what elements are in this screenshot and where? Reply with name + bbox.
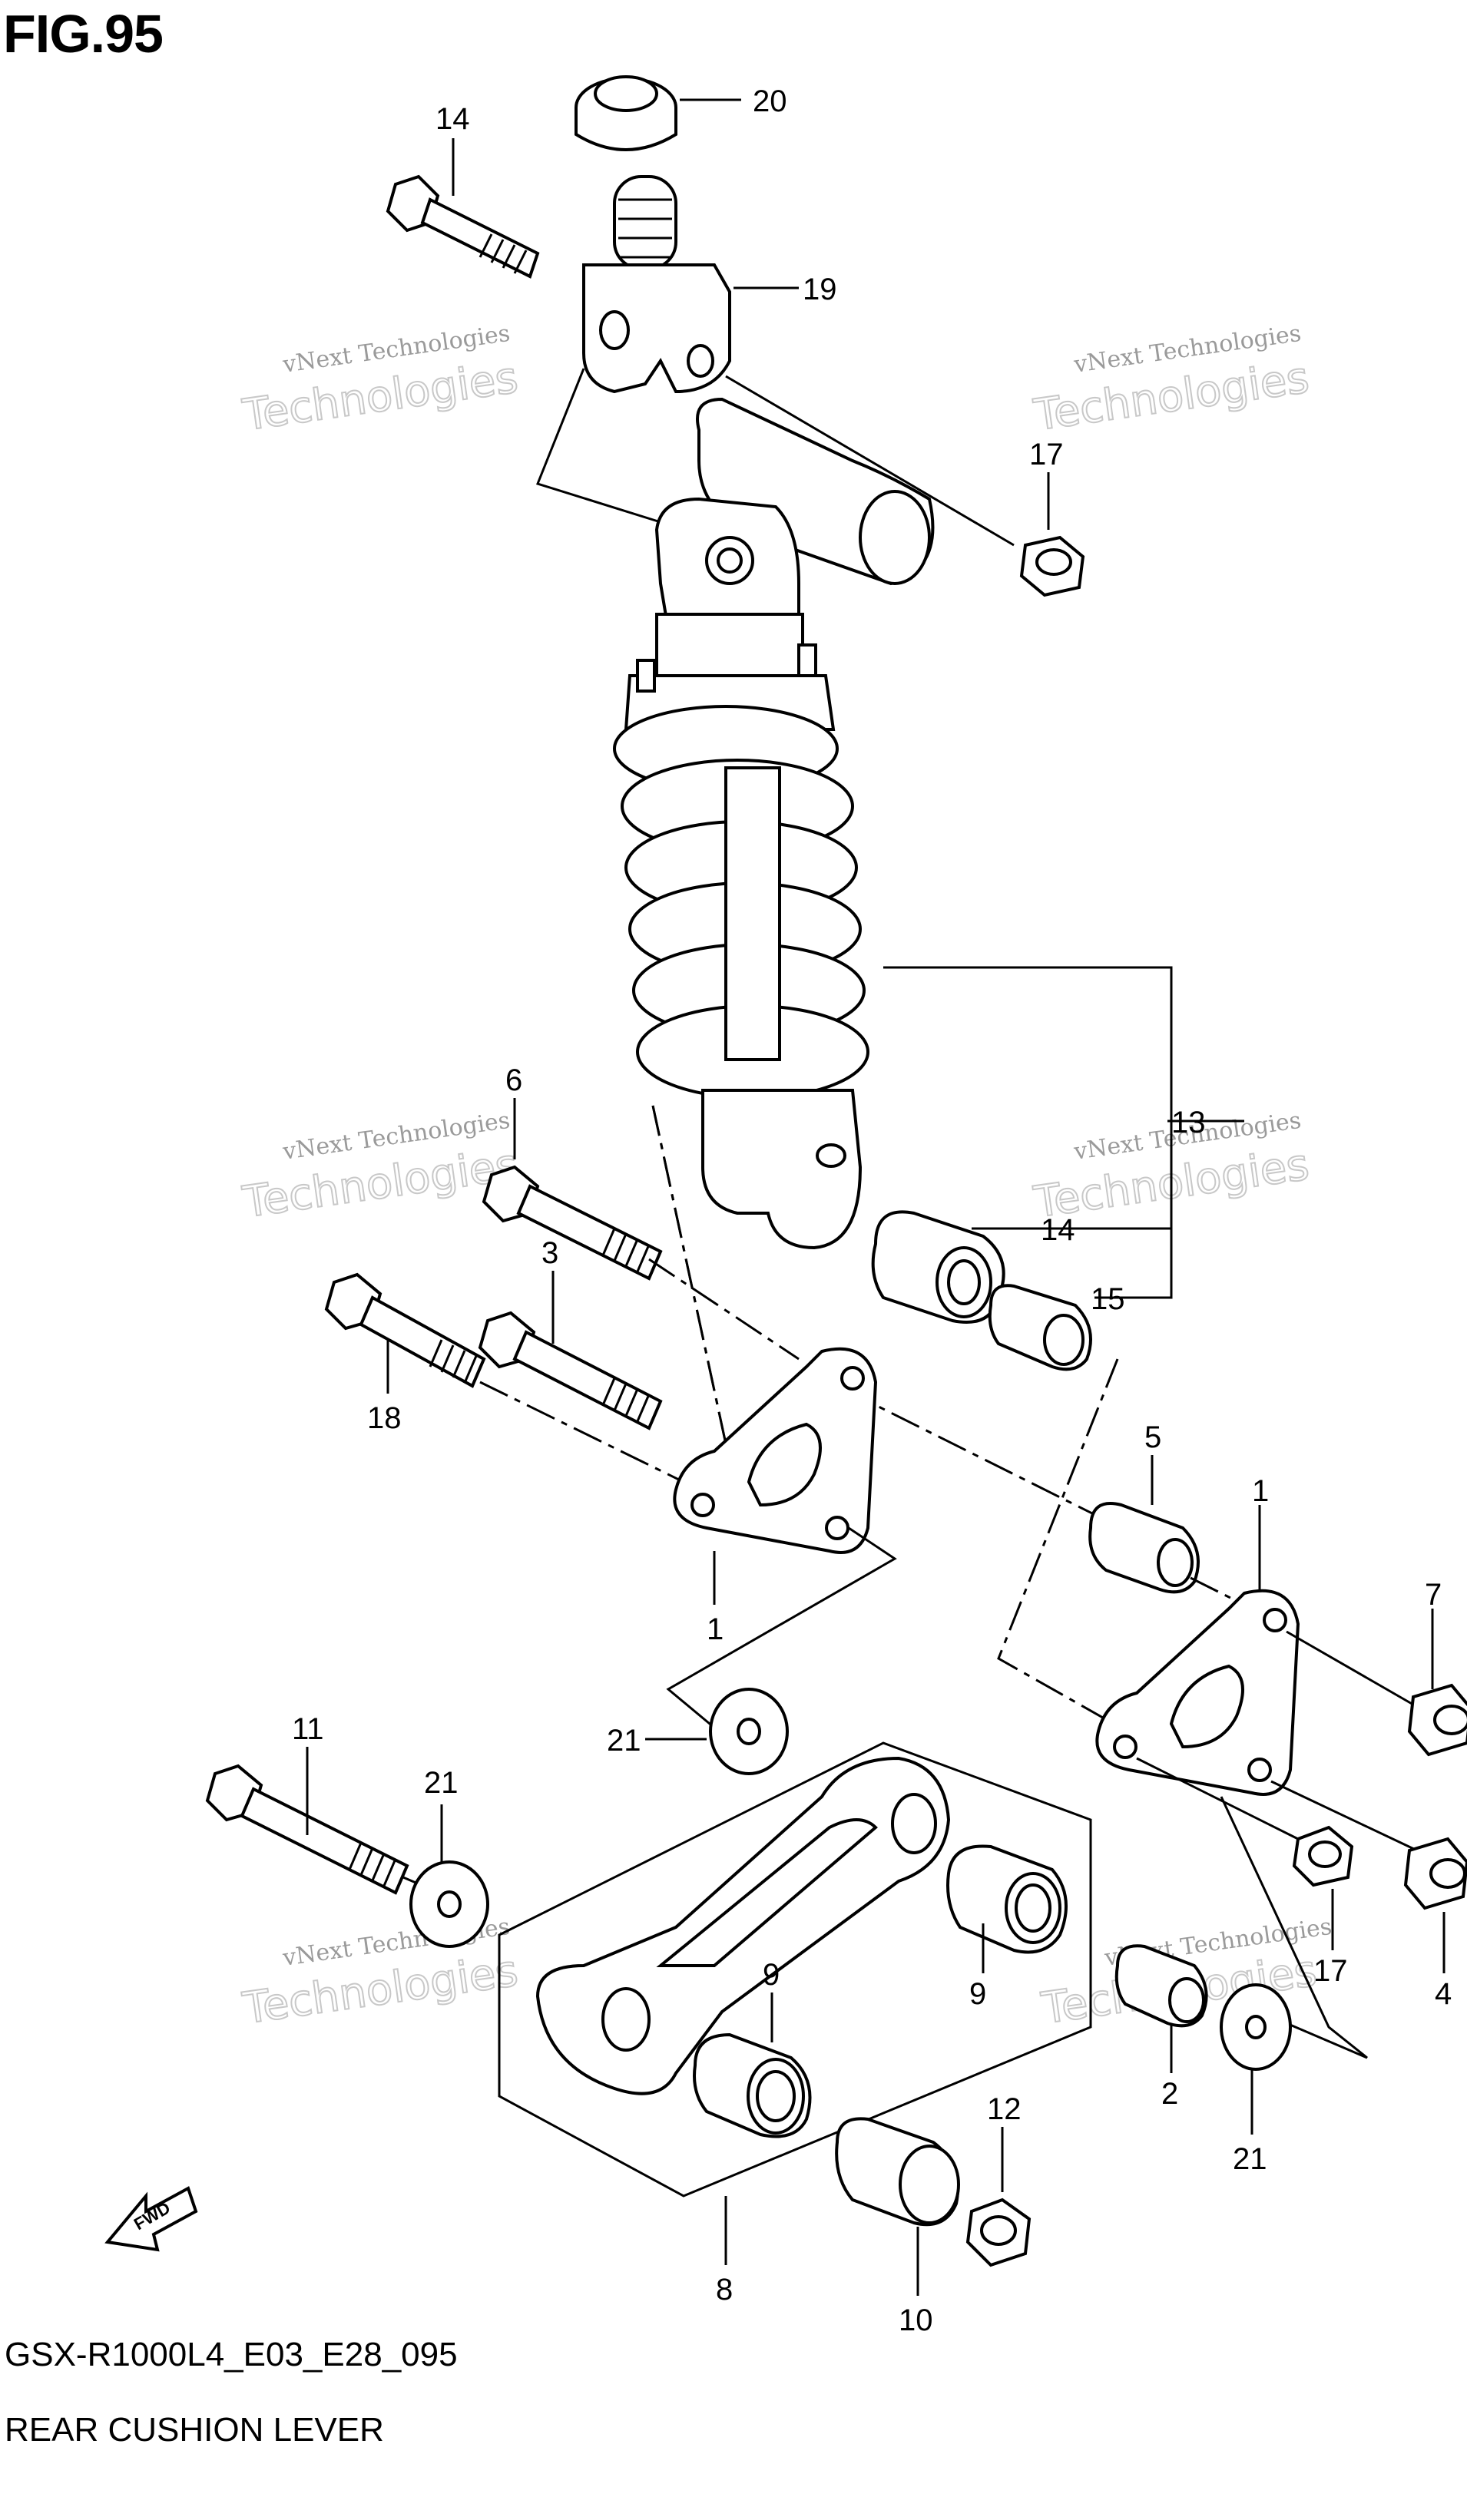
part-21-washer-left <box>409 1860 489 1948</box>
part-9-bearing-lower <box>693 2032 812 2138</box>
assembly-line-7 <box>1286 1630 1414 1706</box>
part-17-nut-lower <box>1292 1825 1354 1887</box>
callout-15: 15 <box>1091 1282 1125 1316</box>
part-21-washer-lower <box>1220 1983 1292 2071</box>
svg-text:Technologies: Technologies <box>240 1946 521 2034</box>
callout-13: 13 <box>1171 1106 1206 1139</box>
part-5-collar <box>1088 1502 1200 1594</box>
part-4-nut <box>1403 1837 1467 1910</box>
diagram-code: GSX-R1000L4_E03_E28_095 <box>5 2336 458 2373</box>
callout-9-right: 9 <box>969 1977 986 2011</box>
callout-2: 2 <box>1161 2077 1178 2111</box>
callout-21-lower: 21 <box>1233 2142 1267 2176</box>
callout-16: 14 <box>435 102 470 136</box>
callout-17-lower: 17 <box>1313 1954 1348 1988</box>
callout-17-upper: 17 <box>1029 438 1064 471</box>
part-14-bearing <box>871 1210 1005 1324</box>
part-11-bolt <box>205 1764 409 1895</box>
callout-5: 5 <box>1144 1420 1161 1454</box>
assembly-dash-15 <box>997 1358 1119 1725</box>
diagram-name: REAR CUSHION LEVER <box>5 2411 384 2449</box>
callout-20: 20 <box>753 84 787 118</box>
callout-14: 14 <box>1041 1213 1075 1247</box>
assembly-line-17-upper <box>725 375 1015 547</box>
part-9-bearing-right <box>946 1844 1068 1954</box>
part-10-collar <box>835 2117 960 2227</box>
callout-1-left: 1 <box>707 1612 724 1646</box>
part-17-nut-upper <box>1019 535 1085 597</box>
callout-7: 7 <box>1425 1578 1442 1612</box>
assembly-line-21-lower <box>1220 1796 1368 2059</box>
callout-labels: 14 20 19 17 6 13 14 3 15 18 5 1 7 1 21 1… <box>292 84 1452 2337</box>
part-1-plate-right <box>1095 1589 1300 1796</box>
bracket-13 <box>883 966 1173 1299</box>
part-21-washer-upper <box>709 1688 789 1775</box>
assembly-dash-5 <box>844 1388 1107 1522</box>
assembly-line-21-upper <box>666 1526 897 1729</box>
watermark-mid-left: vNext Technologies Technologies <box>239 1107 522 1229</box>
callout-12: 12 <box>987 2092 1022 2126</box>
svg-text:Technologies: Technologies <box>240 352 521 441</box>
part-20-bush <box>575 75 677 151</box>
assembly-line-17-lower <box>1136 1757 1299 1840</box>
part-12-nut <box>965 2198 1032 2267</box>
callout-8: 8 <box>716 2273 733 2307</box>
callout-21-upper: 21 <box>607 1724 641 1758</box>
watermark-top-right: vNext Technologies Technologies <box>1030 320 1313 441</box>
part-3-bolt <box>478 1311 663 1430</box>
callout-3: 3 <box>541 1236 558 1270</box>
assembly-line-upper-left <box>536 368 661 524</box>
callout-9-lower: 9 <box>763 1958 780 1992</box>
part-2-collar <box>1114 1944 1208 2028</box>
svg-text:Technologies: Technologies <box>240 1139 521 1228</box>
assembly-line-4 <box>1270 1780 1418 1852</box>
callout-10: 10 <box>899 2303 933 2337</box>
part-7-nut <box>1407 1683 1467 1757</box>
part-18-bolt <box>324 1272 486 1388</box>
part-16-bolt <box>386 174 540 279</box>
part-13-shock-absorber <box>613 397 935 1250</box>
watermark-top-left: vNext Technologies Technologies <box>239 320 522 441</box>
part-1-plate-left <box>673 1347 878 1554</box>
figure-title: FIG.95 <box>3 4 164 64</box>
callout-6: 6 <box>505 1063 522 1097</box>
part-15-collar <box>988 1284 1092 1371</box>
callout-4: 4 <box>1435 1977 1452 2011</box>
callout-18: 18 <box>367 1401 402 1435</box>
fwd-arrow-icon: FWD <box>104 2186 198 2252</box>
part-8-cushion-lever <box>498 1741 1092 2198</box>
assembly-dash-6 <box>648 1258 800 1361</box>
callout-21-left: 21 <box>424 1766 459 1800</box>
callout-11: 11 <box>292 1712 324 1746</box>
assembly-dash-18 <box>479 1381 684 1483</box>
callout-19: 19 <box>803 273 837 306</box>
svg-text:Technologies: Technologies <box>1031 352 1312 441</box>
part-19-clevis <box>582 175 731 394</box>
assembly-dash-shock-2 <box>651 1105 739 1498</box>
lever-outline-box <box>498 1741 1092 2198</box>
callout-1-right: 1 <box>1252 1474 1269 1508</box>
part-6-bolt <box>482 1165 663 1281</box>
